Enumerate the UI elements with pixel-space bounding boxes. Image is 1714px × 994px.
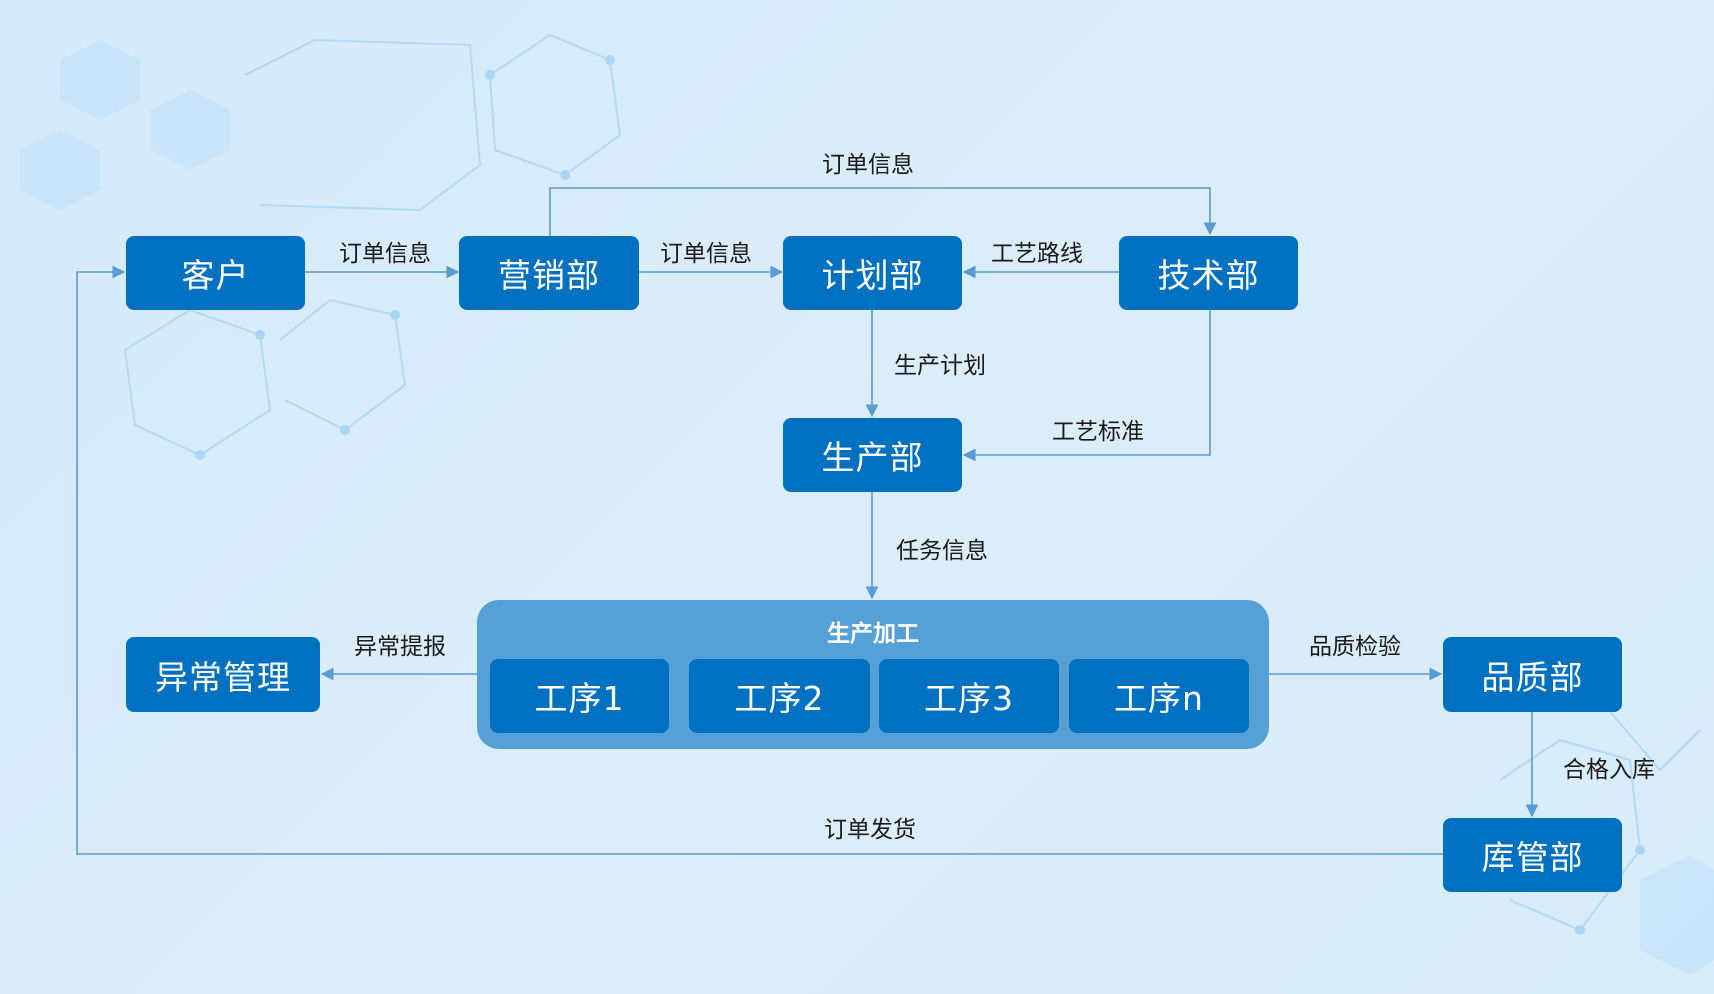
edge-label: 订单发货	[824, 817, 916, 843]
edge-label: 品质检验	[1309, 634, 1401, 660]
edge-label: 合格入库	[1563, 757, 1655, 783]
edge-label: 订单信息	[660, 241, 752, 267]
node-marketing: 营销部	[459, 236, 639, 310]
process-step-3: 工序3	[879, 659, 1059, 733]
edge-label: 生产计划	[894, 353, 986, 379]
edge-technology-production	[962, 310, 1211, 462]
node-production: 生产部	[783, 418, 962, 492]
process-step-2: 工序2	[689, 659, 870, 733]
node-exception: 异常管理	[126, 637, 320, 712]
edge-label: 异常提报	[354, 634, 446, 660]
edge-label: 工艺路线	[991, 241, 1083, 267]
edge-label: 工艺标准	[1052, 419, 1144, 445]
edge-label: 任务信息	[896, 538, 988, 564]
node-customer: 客户	[126, 236, 305, 310]
node-planning: 计划部	[783, 236, 962, 310]
node-warehouse: 库管部	[1443, 818, 1622, 892]
processing-title: 生产加工	[827, 621, 919, 647]
edge-label: 订单信息	[822, 152, 914, 178]
node-quality: 品质部	[1443, 637, 1622, 712]
edge-warehouse-customer	[76, 265, 1443, 855]
edge-label: 订单信息	[339, 241, 431, 267]
node-technology: 技术部	[1119, 236, 1298, 310]
process-step-1: 工序1	[490, 659, 669, 733]
process-step-n: 工序n	[1069, 659, 1249, 733]
edge-marketing-technology	[549, 187, 1217, 236]
